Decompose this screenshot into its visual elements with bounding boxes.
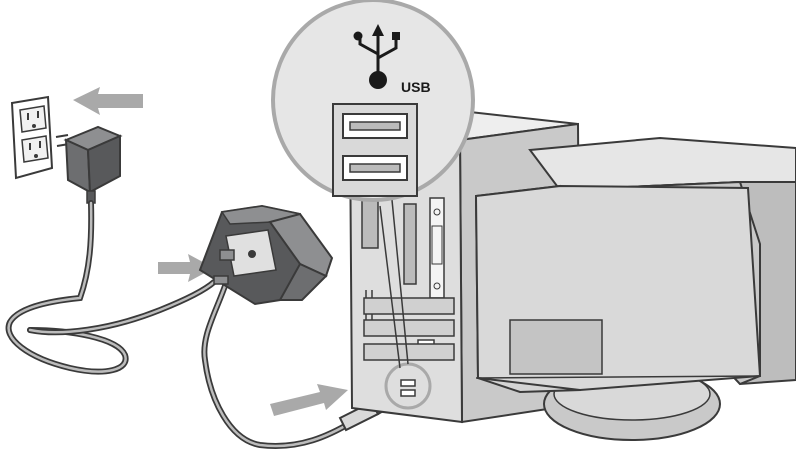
crt-monitor [474, 136, 796, 441]
ac-power-adapter [55, 125, 123, 204]
arrow-to-usb-plug [270, 384, 348, 416]
usb-trident-icon [353, 24, 400, 89]
wall-outlet [10, 95, 54, 180]
power-cable [5, 200, 217, 375]
usb-cable [201, 257, 355, 449]
charging-cradle [198, 204, 334, 306]
usb-label: USB [401, 79, 431, 95]
arrow-to-outlet [73, 87, 143, 115]
callout-leader-line [391, 199, 409, 365]
usb-port-callout: USB [271, 0, 475, 202]
callout-leader-line-2 [379, 205, 401, 369]
arrow-to-cradle [158, 254, 214, 282]
